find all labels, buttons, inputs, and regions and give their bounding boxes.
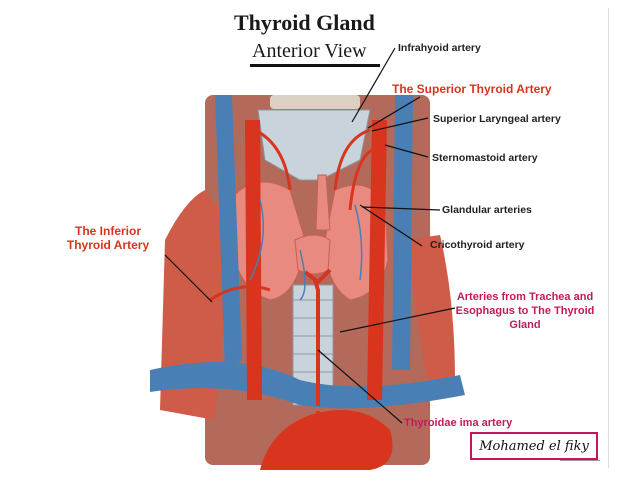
hyoid-bone [270,95,360,109]
strap-muscle-right [405,235,455,400]
brachiocephalic-vein [150,362,465,409]
diagram-subtitle: Anterior View [252,40,367,62]
diagram-title: Thyroid Gland [234,10,375,35]
signature-flourish [560,460,600,473]
common-carotid-left [245,120,262,400]
aortic-arch [260,410,393,470]
label-thyroidea-ima-artery: Thyroidae ima artery [404,417,513,429]
label-trachea-esophagus-arteries: Arteries from Trachea and Esophagus to T… [455,291,595,331]
inferior-thyroid-artery [209,285,271,302]
label-cricothyroid-artery: Cricothyroid artery [430,239,525,251]
thyroid-veins [249,199,363,301]
thyroidea-ima-artery [313,279,320,400]
pyramidal-lobe [315,174,331,231]
slide-divider [608,8,609,468]
label-inferior-thyroid-artery: The Inferior Thyroid Artery [66,224,150,252]
subtitle-underline [250,64,380,67]
label-superior-laryngeal-artery: Superior Laryngeal artery [433,113,561,125]
label-superior-thyroid-artery: The Superior Thyroid Artery [392,82,552,96]
internal-jugular-vein-left [215,95,242,372]
thyroid-isthmus [294,234,331,275]
author-signature: Mohamed el fiky [470,432,598,460]
common-carotid-right [367,120,387,400]
label-sternomastoid-artery: Sternomastoid artery [432,152,538,164]
superior-thyroid-artery-branches [333,128,373,211]
label-infrahyoid-artery: Infrahyoid artery [398,42,481,54]
label-leader-lines [164,47,456,424]
label-glandular-arteries: Glandular arteries [442,204,532,216]
